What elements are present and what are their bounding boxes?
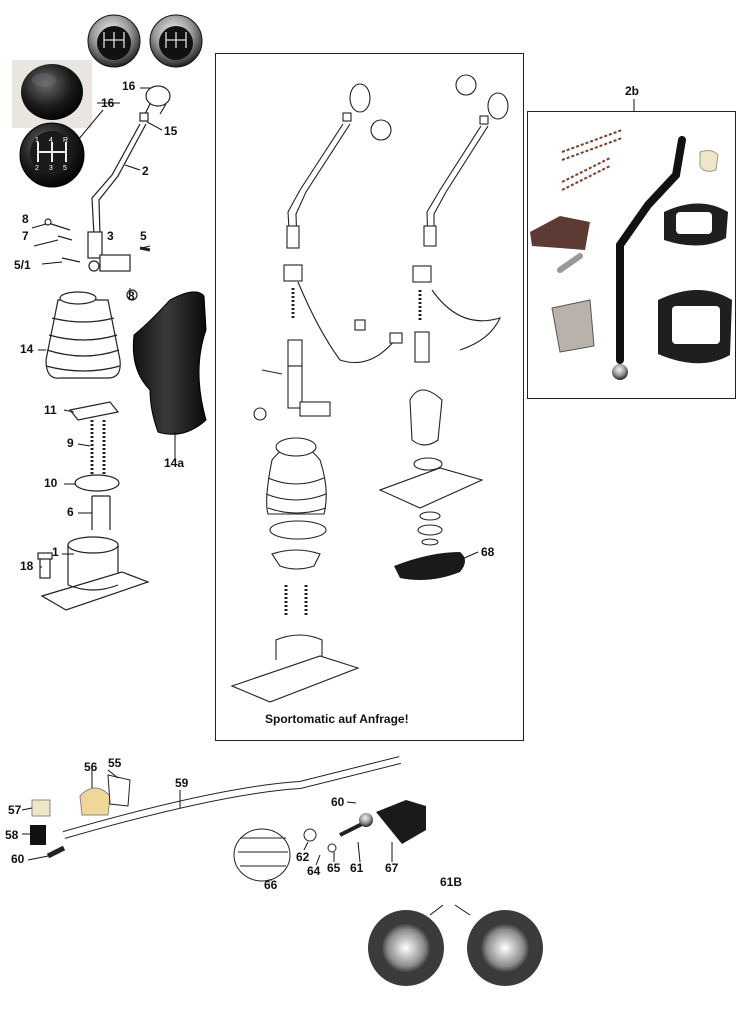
callout-6: 6 (67, 505, 74, 519)
callout-59: 59 (175, 776, 189, 790)
detail-2b-frame (527, 111, 736, 399)
rubber-boot-14a-photo (132, 291, 207, 435)
sportomatic-caption: Sportomatic auf Anfrage! (265, 712, 409, 726)
callout-61B: 61B (440, 875, 463, 889)
knob-gear-3: 3 (49, 165, 53, 172)
callout-10: 10 (44, 476, 58, 490)
callout-14a: 14a (164, 456, 185, 470)
cable-small-parts (30, 774, 426, 882)
callout-56: 56 (84, 760, 98, 774)
callout-65: 65 (327, 861, 341, 875)
callout-7: 7 (22, 229, 29, 243)
part-68-black-plate (394, 552, 465, 580)
callout-55: 55 (108, 756, 122, 770)
knob-gear-5: 5 (63, 165, 67, 172)
knob-gear-4: 4 (49, 137, 53, 144)
leader-61B (429, 904, 471, 916)
callout-8-top: 8 (22, 212, 29, 226)
callout-60-left: 60 (11, 852, 25, 866)
knob-gear-R: R (63, 137, 68, 144)
callout-58: 58 (5, 828, 19, 842)
callout-16-photos: 16 (101, 96, 115, 110)
sportomatic-frame (215, 53, 524, 741)
callout-2b: 2b (625, 84, 640, 98)
callout-1: 1 (52, 545, 59, 559)
callout-60-right: 60 (331, 795, 345, 809)
callout-5-1: 5/1 (14, 258, 31, 272)
detail-2b-parts (530, 129, 732, 380)
callout-16-top: 16 (122, 79, 136, 93)
callout-66: 66 (264, 878, 278, 892)
callout-14: 14 (20, 342, 34, 356)
callout-2: 2 (142, 164, 149, 178)
chrome-knob-right-photo (149, 14, 203, 68)
callout-57: 57 (8, 803, 22, 817)
callout-8-bottom: 8 (128, 289, 135, 303)
shift-rod-59 (62, 756, 401, 839)
bush-61B-left (368, 910, 444, 986)
callout-67: 67 (385, 861, 399, 875)
callout-62: 62 (296, 850, 310, 864)
sportomatic-right-assembly (370, 74, 509, 546)
sportomatic-left-assembly (230, 83, 403, 703)
knob-gear-1: 1 (35, 137, 39, 144)
leader-16b-2 (77, 109, 104, 141)
leather-knob-photo (12, 60, 92, 128)
callout-9: 9 (67, 436, 74, 450)
lever-assembly-left (37, 85, 171, 611)
callout-68: 68 (481, 545, 495, 559)
leader-lines (21, 87, 479, 881)
callout-5: 5 (140, 229, 147, 243)
chrome-knob-left-photo (87, 14, 141, 68)
bush-61B-right (467, 910, 543, 986)
callout-15: 15 (164, 124, 178, 138)
callout-61: 61 (350, 861, 364, 875)
callout-18: 18 (20, 559, 34, 573)
black-shift-pattern-knob-photo: 1 2 3 5 4 R (19, 122, 85, 188)
callout-11: 11 (44, 403, 57, 417)
knob-gear-2: 2 (35, 165, 39, 172)
callout-64: 64 (307, 864, 321, 878)
callout-3: 3 (107, 229, 114, 243)
